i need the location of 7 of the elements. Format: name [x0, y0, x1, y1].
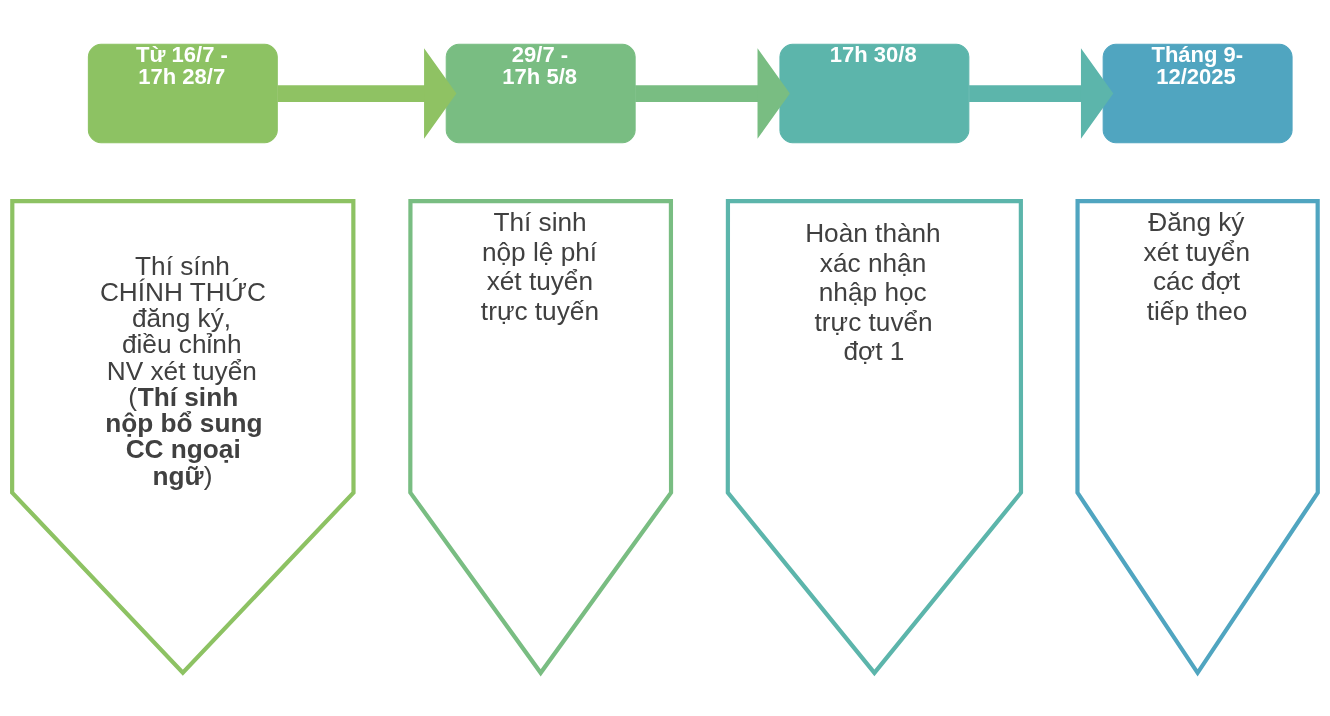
- arrow: [635, 47, 790, 139]
- arrow: [969, 47, 1114, 139]
- node-box: 17h 30/8: [779, 43, 970, 143]
- node-box: Từ 16/7 - 17h 28/7: [87, 43, 278, 143]
- node-box: Tháng 9- 12/2025: [1102, 43, 1293, 143]
- arrow: [277, 47, 457, 139]
- node-box: 29/7 - 17h 5/8: [445, 43, 636, 143]
